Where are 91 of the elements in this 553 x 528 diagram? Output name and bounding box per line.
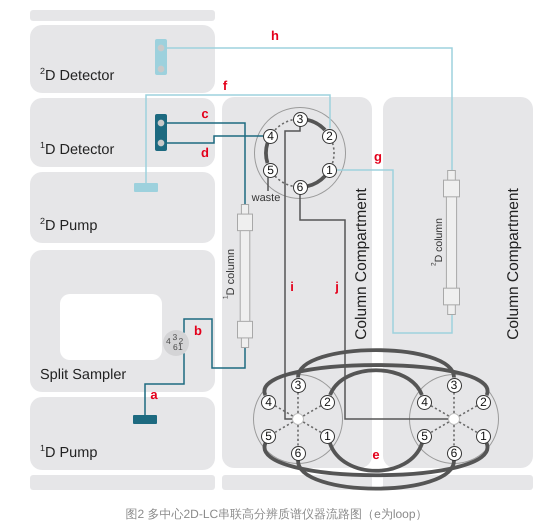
dotted-line bbox=[274, 405, 294, 417]
compartment-panel bbox=[383, 97, 533, 468]
edge-label: e bbox=[372, 448, 380, 462]
dotted-line bbox=[274, 119, 293, 131]
tube-line bbox=[336, 169, 453, 334]
compartment-label: Column Compartment bbox=[505, 188, 522, 340]
edge-label: b bbox=[194, 324, 202, 338]
loop-tube bbox=[264, 442, 488, 478]
edge-label: i bbox=[290, 280, 294, 294]
valve-port: 3 bbox=[292, 112, 308, 126]
tube-line bbox=[167, 47, 453, 170]
outlet-block bbox=[133, 415, 157, 424]
module-label: $^{1}$D Pump bbox=[40, 445, 98, 462]
module-label: Split Sampler bbox=[40, 367, 126, 384]
valve-port: 5 bbox=[417, 428, 432, 444]
valve-port: 6 bbox=[292, 180, 308, 194]
outlet-label: waste bbox=[251, 191, 281, 205]
dotted-line bbox=[274, 421, 294, 433]
valve-port: 6 bbox=[290, 446, 306, 460]
valve-port: 5 bbox=[261, 428, 276, 444]
tube-line bbox=[284, 126, 301, 420]
edge-label: d bbox=[201, 146, 209, 160]
valve-ring bbox=[253, 374, 343, 464]
dotted-line bbox=[274, 175, 293, 187]
module-panel bbox=[30, 250, 215, 392]
dotted-line bbox=[297, 392, 299, 413]
tube-line bbox=[299, 194, 448, 420]
edge-label: j bbox=[335, 280, 339, 294]
dotted-line bbox=[297, 425, 299, 446]
module-label: $^{2}$D Detector bbox=[40, 68, 114, 85]
dotted-line bbox=[458, 405, 478, 417]
tube-line bbox=[145, 94, 331, 183]
valve-hub bbox=[448, 413, 460, 425]
valve-port: 2 bbox=[476, 394, 491, 410]
dotted-line bbox=[430, 421, 450, 433]
valve-port: 3 bbox=[290, 378, 306, 392]
loop-tube bbox=[296, 348, 456, 378]
valve-port: 4 bbox=[263, 128, 278, 144]
loop-tube bbox=[328, 442, 424, 473]
valve-port: 4 bbox=[261, 394, 276, 410]
valve-ring bbox=[409, 374, 499, 464]
valve-port: 5 bbox=[263, 162, 278, 178]
module-panel bbox=[30, 25, 215, 93]
port-number: 3 bbox=[172, 333, 178, 342]
valve-port: 6 bbox=[446, 446, 462, 460]
compartment-panel bbox=[222, 97, 372, 468]
compartment-label: Column Compartment bbox=[353, 188, 370, 340]
edge-label: c bbox=[201, 107, 209, 121]
loop-tube bbox=[328, 368, 424, 396]
port-number: 1 bbox=[178, 343, 183, 352]
port-number: 6 bbox=[173, 343, 178, 352]
dotted-line bbox=[302, 421, 322, 433]
dotted-line bbox=[453, 392, 455, 413]
caption: 图2 多中心2D-LC串联高分辨质谱仪器流路图（e为loop） bbox=[125, 507, 428, 521]
edge-label: g bbox=[374, 150, 382, 164]
port-number: 2 bbox=[178, 337, 184, 346]
valve-port: 1 bbox=[322, 162, 337, 178]
valve-port: 1 bbox=[320, 428, 335, 444]
module-label: $^{2}$D Pump bbox=[40, 218, 98, 235]
port-number: 4 bbox=[166, 337, 171, 346]
valve-port: 2 bbox=[320, 394, 335, 410]
tube-line bbox=[267, 177, 269, 191]
flow-cell bbox=[155, 39, 167, 75]
tube-line bbox=[183, 318, 246, 369]
valve-channel bbox=[264, 142, 270, 164]
tube-line bbox=[167, 122, 246, 204]
valve-channel bbox=[306, 118, 326, 132]
flow-cell bbox=[155, 114, 167, 151]
valve-port: 2 bbox=[322, 128, 337, 144]
dotted-line bbox=[302, 405, 322, 417]
module-panel bbox=[30, 172, 215, 243]
injection-valve bbox=[163, 330, 189, 356]
module-label: $^{1}$D Detector bbox=[40, 142, 114, 159]
tube-line bbox=[167, 135, 264, 144]
valve-port: 4 bbox=[417, 394, 432, 410]
loop-tube bbox=[296, 460, 456, 490]
edge-label: h bbox=[271, 29, 279, 43]
edge-label: f bbox=[222, 79, 228, 93]
valve-port: 3 bbox=[446, 378, 462, 392]
dotted-line bbox=[453, 425, 455, 446]
edge-label: a bbox=[150, 388, 158, 402]
valve-hub bbox=[292, 413, 304, 425]
tube-line bbox=[144, 353, 185, 415]
valve-channel bbox=[306, 174, 326, 188]
outlet-block bbox=[134, 183, 158, 192]
dotted-line bbox=[430, 405, 450, 417]
dotted-line bbox=[332, 142, 335, 164]
dotted-line bbox=[458, 421, 478, 433]
loop-tube bbox=[264, 363, 488, 396]
valve-port: 1 bbox=[476, 428, 491, 444]
module-panel bbox=[30, 98, 215, 167]
